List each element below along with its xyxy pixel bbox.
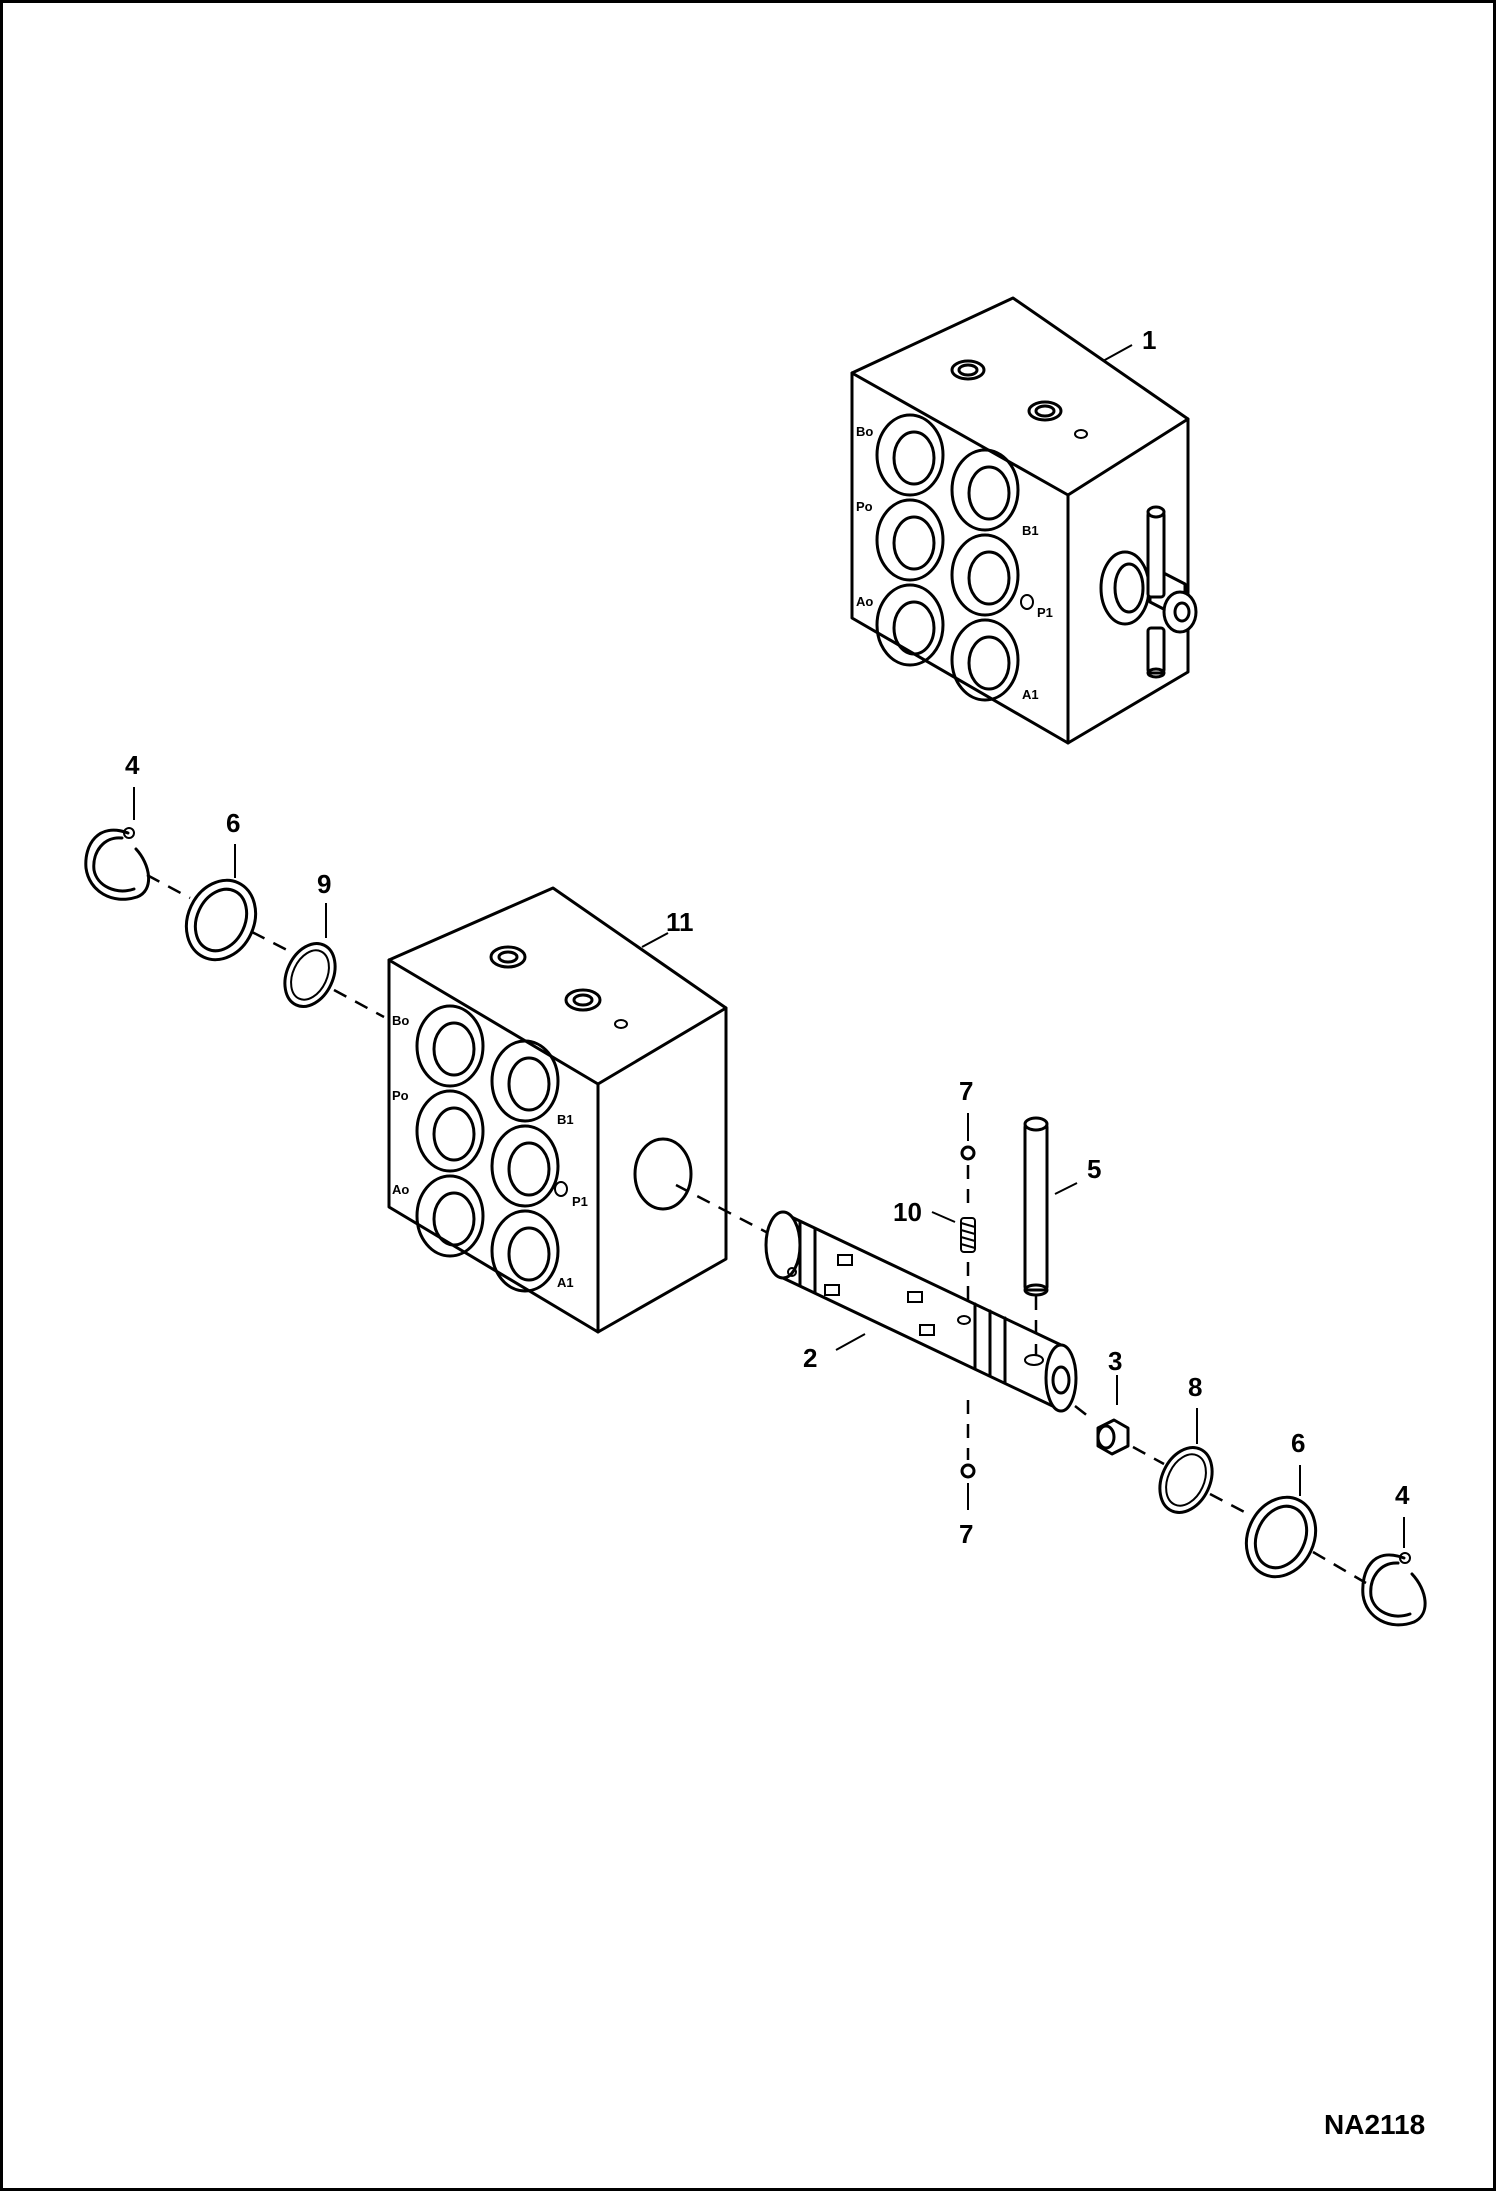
port-label-bo: Bo [856, 424, 873, 439]
body-port-label-ao: Ao [392, 1182, 409, 1197]
bushing [1096, 1418, 1130, 1456]
pin [1023, 1116, 1049, 1297]
side-spool-end [1099, 505, 1198, 679]
retaining-ring-right [1361, 1552, 1427, 1627]
spool [764, 1210, 1078, 1413]
detent-ball-bottom [960, 1463, 976, 1479]
port-label-a1: A1 [1022, 687, 1039, 702]
callout-9: 9 [317, 869, 331, 899]
callout-1: 1 [1142, 325, 1156, 355]
o-ring-left [283, 942, 337, 1008]
callout-8: 8 [1188, 1372, 1202, 1402]
body-front-ports: Bo Po Ao B1 P1 A1 [392, 1004, 588, 1293]
port-label-p1: P1 [1037, 605, 1053, 620]
backup-ring-left [184, 878, 258, 962]
callout-6-left: 6 [226, 808, 240, 838]
body-port-label-p1: P1 [572, 1194, 588, 1209]
callouts: 1 2 3 4 4 5 6 6 7 7 8 9 10 11 [125, 325, 1410, 1549]
callout-10: 10 [893, 1197, 922, 1227]
port-label-po: Po [856, 499, 873, 514]
front-ports: Bo Po Ao B1 P1 A1 [856, 413, 1053, 702]
callout-4-right: 4 [1395, 1480, 1410, 1510]
assembly-lines [146, 873, 1367, 1585]
port-label-b1: B1 [1022, 523, 1039, 538]
callout-7-top: 7 [959, 1076, 973, 1106]
o-ring-right [1158, 1446, 1214, 1514]
figure-id: NA2118 [1324, 2109, 1425, 2140]
callout-6-right: 6 [1291, 1428, 1305, 1458]
backup-ring-right [1244, 1495, 1318, 1579]
port-label-ao: Ao [856, 594, 873, 609]
valve-body: Bo Po Ao B1 P1 A1 [387, 886, 728, 1334]
callout-2: 2 [803, 1343, 817, 1373]
callout-3: 3 [1108, 1346, 1122, 1376]
body-port-label-po: Po [392, 1088, 409, 1103]
valve-section-assembly: Bo Po Ao B1 P1 A1 [850, 296, 1198, 745]
callout-5: 5 [1087, 1154, 1101, 1184]
spring [960, 1217, 976, 1253]
detent-ball-top [960, 1145, 976, 1161]
callout-11: 11 [666, 907, 694, 937]
body-port-label-bo: Bo [392, 1013, 409, 1028]
body-port-label-a1: A1 [557, 1275, 574, 1290]
retaining-ring-left [84, 827, 151, 901]
callout-7-bottom: 7 [959, 1519, 973, 1549]
body-port-label-b1: B1 [557, 1112, 574, 1127]
callout-4-left: 4 [125, 750, 140, 780]
leader-lines [133, 344, 1405, 1548]
